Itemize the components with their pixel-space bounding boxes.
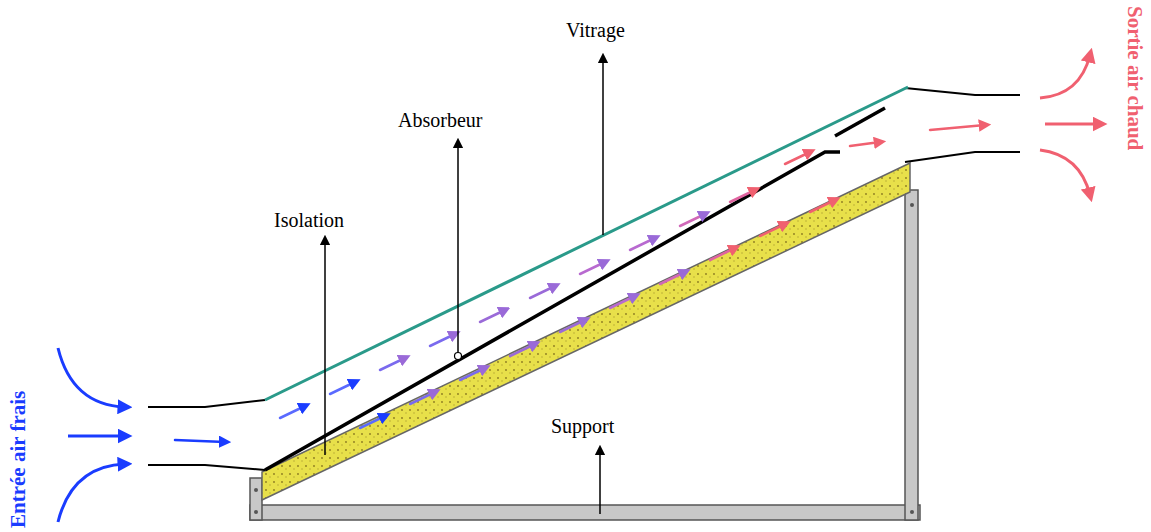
outlet-arrows xyxy=(1040,55,1100,195)
outlet-label: Sortie air chaud xyxy=(1123,6,1147,150)
absorber-plate xyxy=(265,108,885,470)
part-label: Absorbeur xyxy=(398,108,482,132)
support-frame xyxy=(250,190,920,520)
airflow-arrows xyxy=(175,125,985,442)
inlet-duct xyxy=(148,400,265,470)
part-label: Support xyxy=(551,414,614,438)
leader-lines xyxy=(325,58,603,514)
inlet-label: Entrée air frais xyxy=(6,391,30,528)
inlet-arrows xyxy=(58,348,125,522)
glazing xyxy=(265,87,908,400)
outlet-duct xyxy=(905,88,1020,162)
part-label: Vitrage xyxy=(566,18,625,42)
part-label: Isolation xyxy=(274,208,344,232)
insulation-layer xyxy=(262,163,910,500)
